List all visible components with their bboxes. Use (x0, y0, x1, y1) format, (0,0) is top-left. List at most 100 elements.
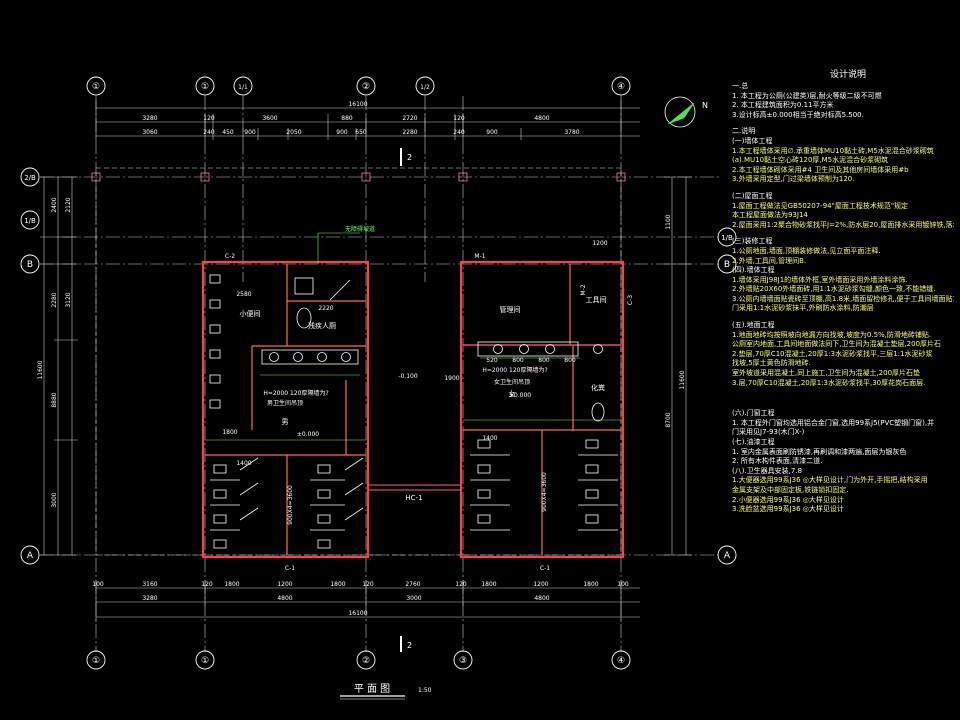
axis-left-4: A (27, 551, 34, 561)
axis-right-2: B (724, 260, 730, 270)
left-wash-basins (261, 349, 359, 365)
svg-text:520: 520 (486, 357, 498, 364)
note-line: 门采用1:1水泥砂浆抹平,外刷防水涂料,防潮层 (732, 304, 874, 313)
svg-text:2580: 2580 (236, 291, 251, 298)
right-axis-labels: 1/B B A (721, 234, 733, 561)
top-axis-labels: ① ① 1/1 ② 1/2 ④ (92, 82, 625, 92)
left-axis-labels: 2/B 1/B B A (24, 174, 36, 561)
axis-bot-4: ③ (459, 656, 467, 666)
svg-text:1200: 1200 (277, 581, 292, 588)
svg-text:1:50: 1:50 (418, 687, 432, 694)
top-dimension-lines (95, 100, 640, 140)
svg-text:2: 2 (407, 641, 412, 650)
left-dimension-lines (40, 176, 78, 556)
inner-dimension-lines (205, 232, 621, 441)
svg-text:1200: 1200 (592, 240, 607, 247)
svg-text:3600: 3600 (262, 115, 277, 122)
axis-top-6: ④ (617, 82, 625, 92)
svg-text:2720: 2720 (402, 115, 417, 122)
note-line (732, 120, 954, 127)
axis-right-1: 1/B (721, 234, 733, 242)
column-markers (91, 172, 626, 182)
svg-text:1400: 1400 (482, 435, 497, 442)
note-line: 2.外墙贴20X60外墙面砖,用1:1水泥砂浆勾缝,颜色一致,不能错缝. (732, 285, 936, 294)
svg-text:2280: 2280 (51, 292, 58, 307)
room-left-wash: 男 (282, 418, 289, 426)
svg-text:3120: 3120 (65, 292, 72, 307)
axis-bot-2: ① (201, 656, 209, 666)
note-line: 3.洗脸盆选用99系J36 ◎大样见设计 (732, 505, 844, 514)
left-dimension-text: 2400 2280 11600 3120 8880 2120 3000 (37, 197, 72, 507)
note-line: 门采用见J7-93(木门X-) (732, 428, 805, 437)
svg-text:100: 100 (92, 581, 104, 588)
tag-door-m2: M-2 (580, 284, 587, 295)
note-line: 2. 本工程建筑面积为0.11平方米 (732, 101, 834, 110)
room-right-small: 化粪 (591, 383, 605, 392)
corridor (368, 484, 461, 491)
right-wash-basins (477, 341, 605, 422)
note-line: (二)屋面工程 (732, 191, 773, 200)
bottom-axis-bubbles (86, 650, 631, 670)
note-line: 一.总 (732, 82, 749, 90)
bottom-dimension-lines (95, 580, 640, 622)
tag-window-bot-right: C-1 (540, 565, 550, 572)
note-line (732, 388, 954, 395)
axis-bot-5: ④ (617, 656, 625, 666)
svg-text:120: 120 (201, 581, 213, 588)
svg-text:800: 800 (512, 357, 524, 364)
note-line: 1.墙体采用J98J1的墙体外框,室外墙面采用外墙涂料涂饰. (732, 275, 908, 284)
right-dimension-lines (664, 176, 692, 556)
svg-text:2: 2 (407, 153, 412, 162)
svg-text:240: 240 (203, 129, 215, 136)
note-line: 1.本工程墙体采用∅.承重墙体MU10黏土砖,M5水泥混合砂浆砌筑 (732, 146, 934, 155)
svg-text:2760: 2760 (405, 581, 420, 588)
svg-text:3060: 3060 (142, 129, 157, 136)
room-right-tool: 工具间 (586, 296, 607, 304)
note-line: 1.大便器选用99系J36 ◎大样见设计,门为外开,手摇把,结构采用 (732, 476, 928, 485)
note-line: 3.外墙采用定型,门过梁墙体预制为120. (732, 175, 855, 184)
svg-text:2400: 2400 (51, 197, 58, 212)
svg-text:3780: 3780 (564, 129, 579, 136)
svg-text:平 面 图: 平 面 图 (354, 683, 390, 695)
axis-top-2: ① (201, 82, 209, 92)
note-line: 2.屋面采用1:2聚合物砂浆找平J=2%,防水层20,屋面排水采用镀锌铁,落水管… (732, 220, 954, 229)
svg-text:880: 880 (341, 115, 353, 122)
room-right-store: 管理间 (500, 305, 521, 314)
note-line (732, 314, 954, 321)
note-line: 2.垫层,70厚C10混凝土,20厚1:3水泥砂浆找平,三层1:1水泥砂浆 (732, 349, 933, 358)
note-line: (五).地面工程 (732, 321, 775, 330)
note-line: (一)墙体工程 (732, 136, 773, 145)
bottom-dimension-text: 100 3160 120 1800 1200 1800 120 2760 120… (92, 581, 629, 617)
svg-text:120: 120 (453, 115, 465, 122)
right-block-inner (463, 264, 621, 555)
top-axis-bubbles (86, 76, 631, 96)
note-line (732, 395, 954, 402)
svg-text:800: 800 (538, 357, 550, 364)
h-note-left: H=2000 120厚隔墙为? (263, 389, 328, 397)
north-arrow-icon: N (664, 96, 708, 128)
tag-window-bot-left: C-1 (285, 565, 295, 572)
notes-title: 设计说明 (829, 70, 866, 80)
svg-text:120: 120 (203, 115, 215, 122)
axis-left-3: B (27, 260, 33, 270)
note-line: 3.层,70厚C10混凝土,20厚1:3水泥砂浆找平,30厚花岗石面层. (732, 378, 926, 387)
right-stall-dim: 900X4=3600 (541, 472, 548, 512)
svg-text:1800: 1800 (222, 429, 237, 436)
note-line: (三)装修工程 (732, 237, 773, 246)
level-right: ±0.000 (509, 392, 531, 399)
svg-text:1800: 1800 (224, 581, 239, 588)
svg-text:1100: 1100 (665, 214, 672, 229)
note-line: 3.设计标高±0.000相当于绝对标高5.500. (732, 110, 864, 119)
svg-text:800: 800 (564, 357, 576, 364)
room-right-wash: 女 (509, 389, 516, 398)
axis-right-3: A (724, 551, 731, 561)
svg-text:1900: 1900 (444, 375, 459, 382)
svg-text:4800: 4800 (534, 115, 549, 122)
svg-text:1800: 1800 (481, 581, 496, 588)
note-line: 2.本工程墙体砌体采用#4 卫生间及其他房间墙体采用#b (732, 165, 909, 174)
svg-text:900: 900 (336, 129, 348, 136)
note-line: 本工程屋面做法为93J14 (732, 211, 808, 220)
note-line: 找坡,5厚土黄色防滑地砖. (732, 359, 811, 368)
